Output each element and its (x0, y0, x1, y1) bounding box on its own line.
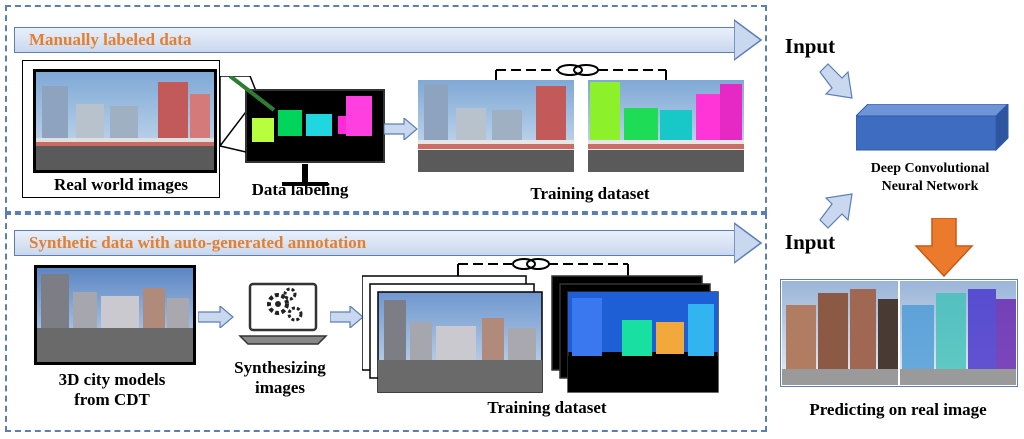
manual-data-panel (5, 5, 767, 213)
synthetic-data-banner-text: Synthetic data with auto-generated annot… (29, 233, 367, 252)
synth-to-dataset-arrow (330, 306, 364, 328)
synthetic-data-banner: Synthetic data with auto-generated annot… (14, 221, 762, 265)
cnn-block (856, 104, 1009, 152)
cnn-label-line1: Deep Convolutional (870, 161, 990, 176)
synthetic-data-panel (5, 213, 767, 432)
3d-city-model-image (34, 265, 196, 365)
cnn-label-line2: Neural Network (881, 179, 979, 194)
manual-data-banner-text: Manually labeled data (29, 30, 192, 49)
laptop-gears-icon (238, 282, 328, 345)
synthesizing-label-line1: Synthesizing (234, 358, 326, 377)
top-training-dataset-label: Training dataset (530, 184, 650, 203)
labeling-to-dataset-arrow (384, 118, 418, 140)
bottom-training-dataset-label: Training dataset (487, 398, 607, 417)
prediction-label: Predicting on real image (809, 400, 987, 419)
data-labeling-illustration (220, 76, 385, 186)
city-models-label-line2: from CDT (74, 390, 150, 409)
synthetic-training-dataset-stack (362, 258, 719, 393)
bottom-input-arrow (819, 193, 853, 229)
banner-arrow-head (734, 19, 762, 61)
data-labeling-label: Data labeling (251, 180, 349, 199)
real-world-images-label: Real world images (53, 175, 189, 194)
prediction-image (780, 279, 1018, 387)
manual-data-banner: Manually labeled data (14, 18, 762, 62)
top-training-dataset-images (418, 64, 744, 172)
top-input-arrow (819, 63, 853, 99)
banner-arrow-head (734, 222, 762, 264)
bottom-input-label: Input (784, 230, 836, 254)
real-world-image-card: Real world images (22, 60, 220, 198)
city-models-label-line1: 3D city models (58, 370, 166, 389)
city-to-synth-arrow (198, 306, 234, 328)
top-input-label: Input (784, 34, 836, 58)
prediction-down-arrow (914, 218, 974, 278)
synthesizing-label-line2: images (254, 378, 306, 397)
real-world-street-image (33, 69, 217, 173)
